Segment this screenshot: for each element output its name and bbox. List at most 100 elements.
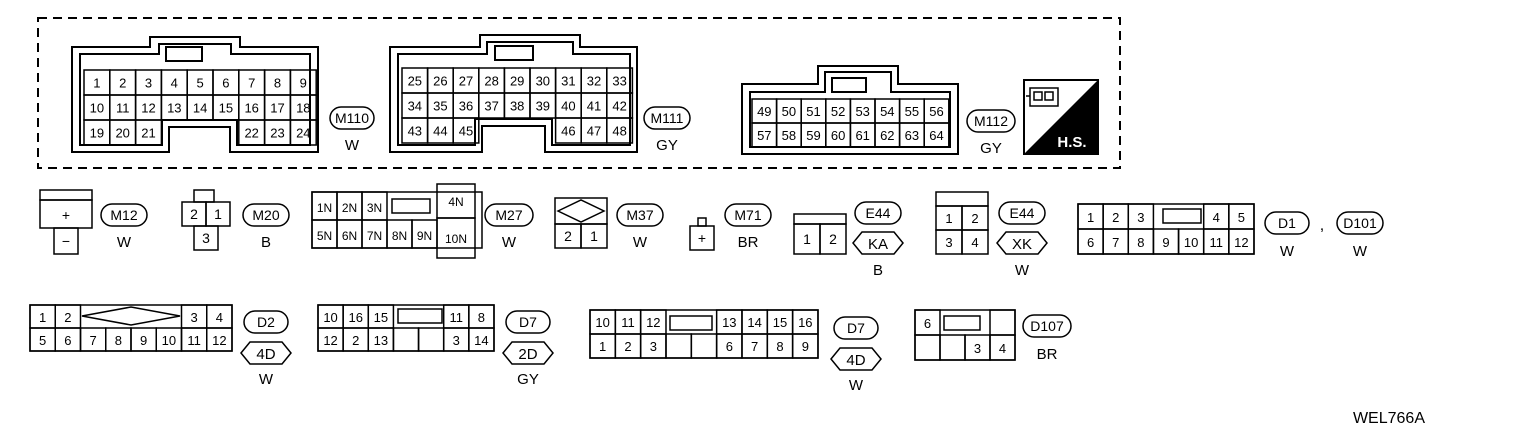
m111-pin: 35 xyxy=(433,99,447,114)
m20-pin: 2 xyxy=(190,206,198,222)
d1-latch xyxy=(1162,208,1202,224)
m110-pin: 3 xyxy=(145,76,152,91)
d1-pin: 11 xyxy=(1210,235,1224,250)
d7b-pin: 2 xyxy=(624,339,631,354)
d7b-pin: 7 xyxy=(751,339,758,354)
d7b-pin: 15 xyxy=(773,315,787,330)
m110-pin: 8 xyxy=(274,76,281,91)
d7a-pin: 8 xyxy=(478,310,485,325)
d107-wire-color: BR xyxy=(1037,346,1058,363)
d2-pin: 10 xyxy=(162,333,176,348)
e44a-variant-text: KA xyxy=(868,236,888,253)
m27-pin: 4N xyxy=(448,195,463,209)
m71-tag-text: M71 xyxy=(734,207,761,223)
m110-pin: 20 xyxy=(115,126,129,141)
d107-cavity xyxy=(939,334,966,361)
d2-key xyxy=(81,306,181,326)
d7a-pin: 15 xyxy=(374,310,388,325)
m110-pin: 6 xyxy=(222,76,229,91)
d2-pin: 12 xyxy=(212,333,226,348)
m112-pin: 51 xyxy=(806,104,820,119)
m110-pin: 16 xyxy=(244,101,258,116)
d1-pin: 5 xyxy=(1238,210,1245,225)
m111-pin: 44 xyxy=(433,124,447,139)
hs-label: H.S. xyxy=(1057,134,1086,151)
d107-latch xyxy=(943,315,981,331)
d7b-cavity xyxy=(690,333,718,359)
d7b-cavity xyxy=(791,333,819,359)
d1-pin: 1 xyxy=(1087,210,1094,225)
d2-pin: 7 xyxy=(90,333,97,348)
m111-pin: 36 xyxy=(459,99,473,114)
m71-tag xyxy=(724,203,772,227)
m111-tag xyxy=(643,106,691,130)
d7b-latch xyxy=(669,315,713,331)
m27-pin: 2N xyxy=(342,201,357,215)
m112-pin: 62 xyxy=(880,128,894,143)
m111-pin: 28 xyxy=(484,74,498,89)
d7b-pin: 9 xyxy=(802,339,809,354)
e44a-tag xyxy=(854,201,902,225)
m111-pin: 37 xyxy=(484,99,498,114)
m37-wire-color: W xyxy=(633,234,648,251)
m112-pin: 61 xyxy=(855,128,869,143)
e44a-pin: 2 xyxy=(829,231,837,247)
m20-key xyxy=(193,189,215,203)
d7b-pin: 16 xyxy=(798,315,812,330)
m110-pin: 24 xyxy=(296,126,310,141)
m111-pin: 27 xyxy=(459,74,473,89)
m111-cavity xyxy=(606,117,634,144)
m111-cavity xyxy=(452,117,480,144)
d107-tag xyxy=(1022,314,1072,338)
m111-wire-color: GY xyxy=(656,137,678,154)
m110-wire-color: W xyxy=(345,137,360,154)
m111-pin: 39 xyxy=(536,99,550,114)
m112-pin: 63 xyxy=(905,128,919,143)
m111-pin: 34 xyxy=(408,99,422,114)
e44b-pin: 4 xyxy=(971,235,978,250)
connector-m111 xyxy=(389,34,638,153)
m111-pin: 41 xyxy=(587,99,601,114)
connector-icon xyxy=(1026,87,1059,107)
m110-pin: 18 xyxy=(296,101,310,116)
d2-pin: 3 xyxy=(191,310,198,325)
m110-pin: 22 xyxy=(244,126,258,141)
e44a-variant xyxy=(852,231,904,255)
d107-pin: 3 xyxy=(974,341,981,356)
d7a-cavity xyxy=(392,327,420,352)
m37-tag xyxy=(616,203,664,227)
d2-cavity xyxy=(206,327,233,352)
d7a-variant xyxy=(502,341,554,365)
e44b-pin: 3 xyxy=(945,235,952,250)
m112-pin: 57 xyxy=(757,128,771,143)
e44a-housing-top xyxy=(793,213,847,225)
m71-key xyxy=(697,217,707,227)
d107-cavity xyxy=(914,334,941,361)
m110-pin: 1 xyxy=(93,76,100,91)
m12-lower xyxy=(53,227,79,255)
d7a-latch xyxy=(397,308,443,324)
m27-wire-color: W xyxy=(502,234,517,251)
m112-pin: 58 xyxy=(782,128,796,143)
d7a-cavity xyxy=(417,327,445,352)
d1-tag xyxy=(1264,211,1310,235)
m71-plus: + xyxy=(698,230,706,246)
m111-pin: 40 xyxy=(561,99,575,114)
d2-wire-color: W xyxy=(259,371,274,388)
d7a-pin: 11 xyxy=(450,310,464,325)
d7b-variant-text: 4D xyxy=(846,352,865,369)
d7b-tag-text: D7 xyxy=(847,320,865,336)
d2-pin: 5 xyxy=(39,333,46,348)
d7a-wire-color: GY xyxy=(517,371,539,388)
m112-pin: 64 xyxy=(929,128,943,143)
m111-tag-text: M111 xyxy=(651,110,684,126)
d7b-wire-color: W xyxy=(849,377,864,394)
m110-pin: 12 xyxy=(141,101,155,116)
m12-tag-text: M12 xyxy=(110,207,137,223)
m110-pin: 15 xyxy=(219,101,233,116)
d2-variant-text: 4D xyxy=(256,346,275,363)
m12-wire-color: W xyxy=(117,234,132,251)
d1-pin: 12 xyxy=(1234,235,1248,250)
d1-pin: 6 xyxy=(1087,235,1094,250)
m112-pin: 50 xyxy=(782,104,796,119)
